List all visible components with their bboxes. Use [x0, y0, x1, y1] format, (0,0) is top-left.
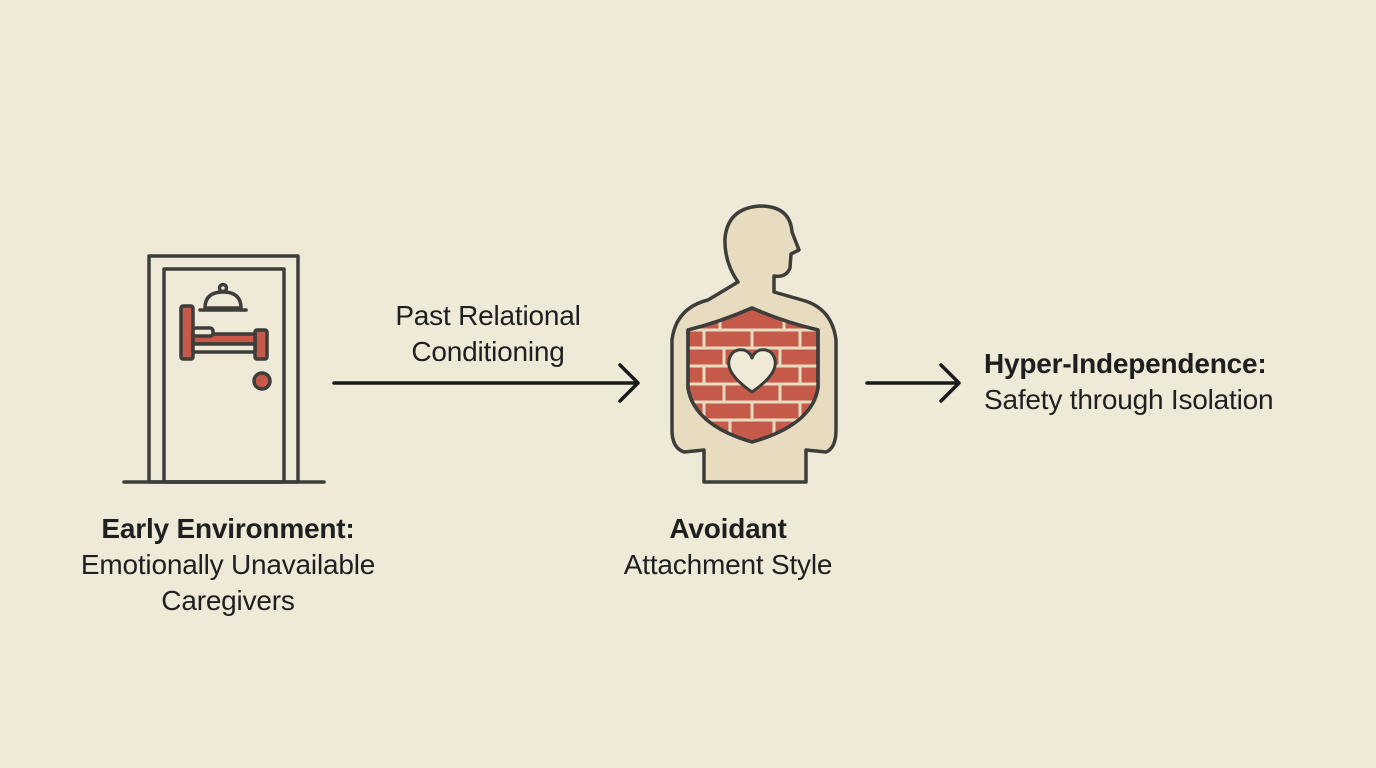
hyper-independence-line1: Safety through Isolation — [984, 384, 1274, 415]
hyper-independence-label: Hyper-Independence: Safety through Isola… — [984, 346, 1274, 418]
edge-label-line2: Conditioning — [411, 336, 565, 367]
person-brick-shield-heart-icon — [670, 204, 838, 484]
early-environment-title: Early Environment: — [101, 513, 355, 544]
bed-icon — [179, 304, 269, 361]
avoidant-attachment-label: Avoidant Attachment Style — [588, 511, 868, 583]
hyper-independence-title: Hyper-Independence: — [984, 348, 1267, 379]
arrow-2 — [865, 363, 961, 403]
arrow-1 — [332, 363, 640, 403]
door-knob-icon — [252, 371, 272, 391]
avoidant-title: Avoidant — [669, 513, 787, 544]
heart-icon — [727, 348, 777, 394]
edge-label-past-conditioning: Past Relational Conditioning — [356, 298, 620, 370]
avoidant-line1: Attachment Style — [623, 549, 833, 580]
brick-shield-outline — [686, 306, 820, 444]
early-environment-line1: Emotionally Unavailable — [80, 549, 376, 580]
door-bedroom-icon — [122, 254, 326, 484]
early-environment-label: Early Environment: Emotionally Unavailab… — [46, 511, 410, 619]
lamp-icon — [198, 282, 248, 312]
edge-label-line1: Past Relational — [395, 300, 581, 331]
early-environment-line2: Caregivers — [161, 585, 295, 616]
